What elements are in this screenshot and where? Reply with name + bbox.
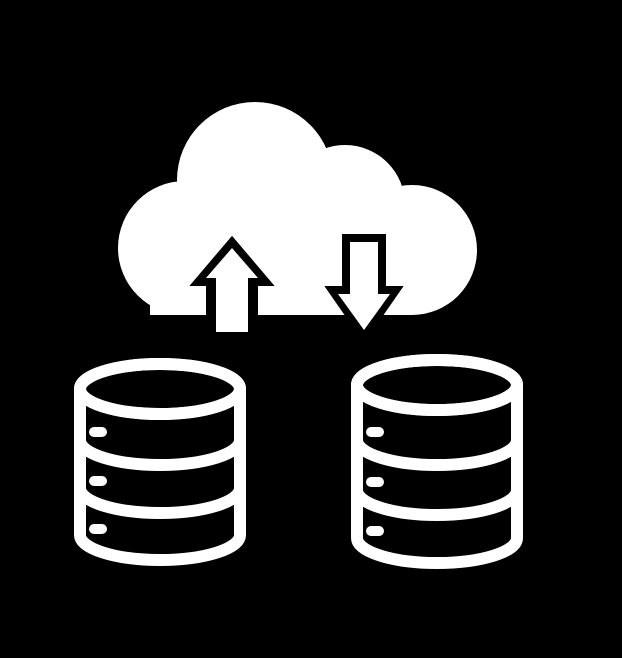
cloud-icon — [118, 102, 477, 315]
download-arrow-icon — [324, 234, 404, 344]
database-right-indicators — [366, 427, 384, 536]
database-left-indicators — [89, 427, 107, 534]
database-icon-left — [74, 358, 246, 566]
upload-arrow-icon — [189, 235, 275, 342]
database-icon-right — [351, 354, 523, 569]
